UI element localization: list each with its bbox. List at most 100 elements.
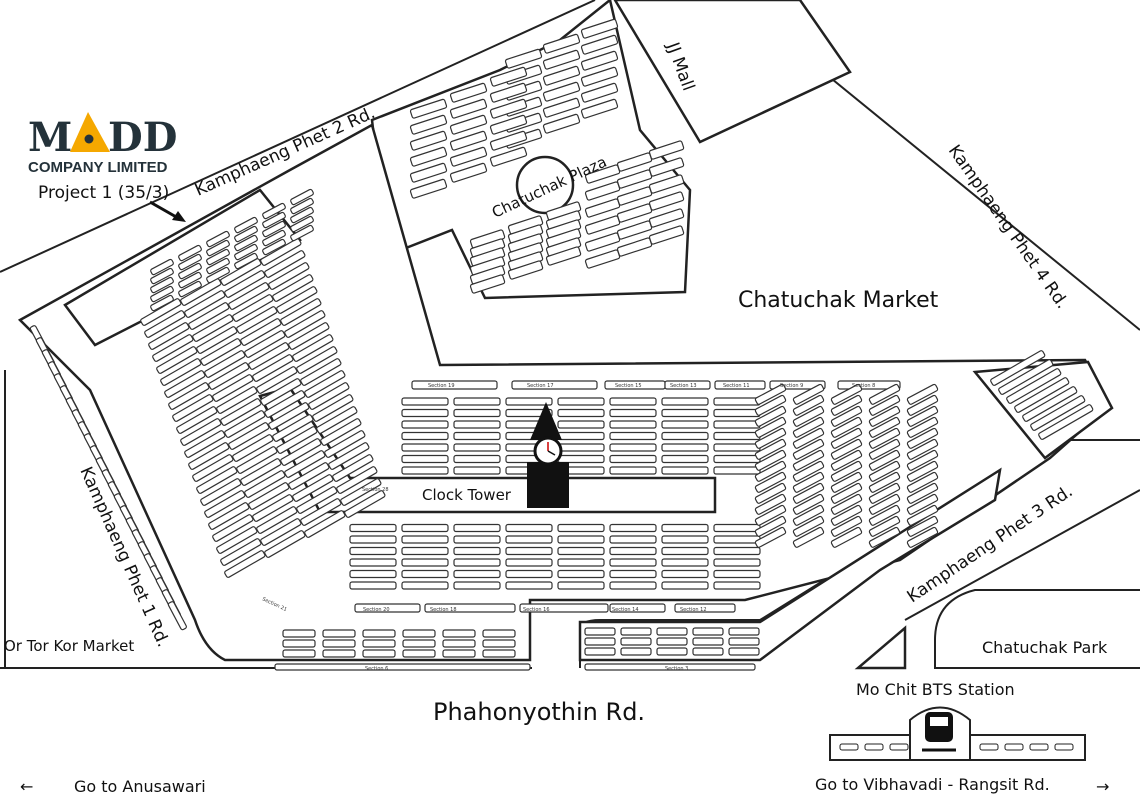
stall [402,629,436,638]
stall [792,493,825,515]
stall [868,493,901,515]
stall [362,629,396,638]
stall [792,449,825,471]
stall [792,394,825,416]
stall [188,302,230,330]
stall [288,322,330,350]
company-name: COMPANY LIMITED [28,159,168,176]
stall [196,466,238,494]
place-label-chatuchak-market: Chatuchak Market [738,288,939,313]
stall [150,276,174,294]
stall [648,208,685,228]
stall [180,418,222,446]
stall [232,434,274,462]
section-labels-top: Section 19 Section 17 Section 15 Section… [261,383,875,672]
stall [542,81,581,102]
stall [262,238,286,256]
stall [868,383,901,405]
stall [411,380,498,390]
stall [714,380,766,390]
stall [184,290,226,318]
stall [232,294,274,322]
stall [401,558,449,567]
stall [282,629,316,638]
stall [236,306,278,334]
section-label: Section 8 [852,383,875,389]
stall [557,431,605,441]
stall [792,515,825,537]
stall [268,402,310,430]
stall [648,174,685,194]
stall [244,470,286,498]
stall [150,285,174,303]
stall [220,258,262,286]
stall [332,454,374,482]
stall [661,581,709,590]
stall [453,397,501,406]
road-label-phahonyothin: Phahonyothin Rd. [433,698,645,726]
stall [401,546,449,556]
stall [262,211,286,229]
stall [260,378,302,406]
stall [192,454,234,482]
stall [264,390,306,418]
stall [469,274,506,294]
stall [661,466,709,475]
section-label: Section 16 [523,607,550,613]
stall [240,318,282,346]
stall [300,498,342,526]
stall [906,438,939,460]
stall [620,647,652,656]
section-label: Section 6 [365,666,388,672]
stall [511,380,598,390]
stall [830,504,863,526]
stall [322,629,356,638]
stall [453,408,501,418]
stall [442,639,476,648]
stall [449,98,488,119]
stall [322,639,356,648]
stall [868,482,901,504]
stall [489,98,528,119]
stall [754,405,787,427]
stall [505,581,553,590]
bts-window [979,743,999,751]
stall [344,490,386,518]
stall [713,443,761,452]
bts-window [889,743,909,751]
stall [830,471,863,493]
stall [144,310,186,338]
stall [280,438,322,466]
stall [262,220,286,238]
stall [545,246,582,266]
stall [401,535,449,544]
stall [482,629,516,638]
stall [328,442,370,470]
stall [609,603,666,613]
stall [906,482,939,504]
stall [557,558,605,567]
stall [282,649,316,658]
stall [234,234,258,252]
stall [580,34,619,55]
stall [692,637,724,646]
stall [609,431,657,441]
stall [609,454,657,464]
stall [830,482,863,504]
stall [557,569,605,579]
stall [648,225,685,245]
stall [268,262,310,290]
stall [609,546,657,556]
section-label: Section 28 [362,487,389,493]
stall [661,535,709,544]
stall [276,426,318,454]
stall [228,422,270,450]
stall [320,418,362,446]
stall [172,394,214,422]
stall [868,427,901,449]
stall [504,48,543,69]
stall [234,225,258,243]
section-label: Section 15 [615,383,642,389]
stall [312,394,354,422]
